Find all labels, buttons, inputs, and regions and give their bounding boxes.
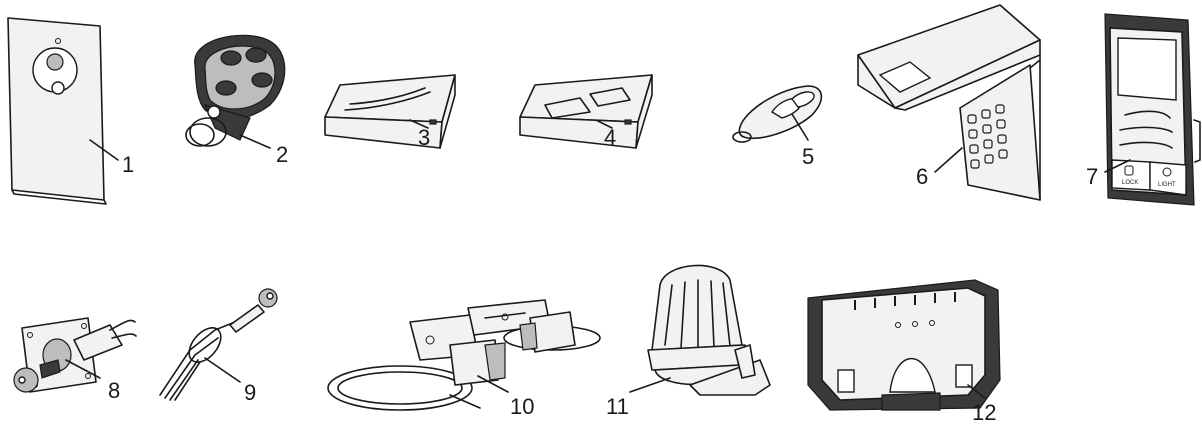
label-3: 3 [418,125,430,150]
label-2: 2 [276,142,288,167]
safety-sensors-10 [327,299,601,411]
label-7: 7 [1086,164,1098,189]
mini-remote-5 [732,85,823,143]
wall-control-panel-7: LOCK LIGHT [1104,13,1201,206]
label-12: 12 [972,400,996,425]
label-8: 8 [108,378,120,403]
keyring-remote-2 [185,34,286,147]
light-text: LIGHT [1158,182,1176,188]
operator-unit-12 [807,279,1001,411]
wireless-keypad-6 [857,4,1041,201]
remote-3 [324,74,456,149]
label-10: 10 [510,394,534,419]
remote-4 [519,74,653,149]
warning-light-11 [647,264,771,396]
label-9: 9 [244,380,256,405]
wall-button-1 [7,17,107,205]
label-4: 4 [604,125,616,150]
label-5: 5 [802,144,814,169]
label-1: 1 [122,152,134,177]
label-11: 11 [606,394,629,419]
key-switch-8 [13,317,137,393]
lock-text: LOCK [1122,180,1138,186]
emergency-release-9 [159,288,278,401]
label-6: 6 [916,164,928,189]
leader-lines [65,113,1131,399]
